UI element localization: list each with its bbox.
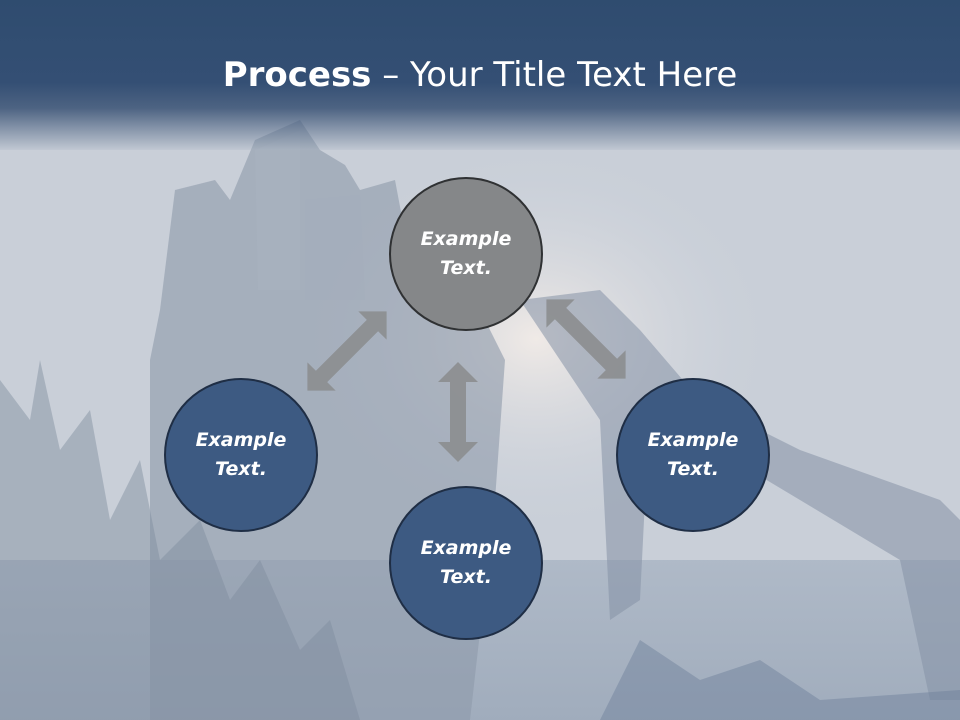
node-top-label: Example Text. — [420, 228, 512, 279]
node-right-label: Example Text. — [647, 429, 739, 480]
arrow-top-left — [307, 311, 387, 391]
slide-title: Process – Your Title Text Here — [0, 50, 960, 100]
title-rest-text: – Your Title Text Here — [371, 55, 738, 95]
process-node-top: Example Text. — [389, 177, 543, 331]
process-node-left: Example Text. — [164, 378, 318, 532]
title-bold-text: Process — [222, 55, 372, 95]
node-left-label: Example Text. — [195, 429, 287, 480]
process-node-right: Example Text. — [616, 378, 770, 532]
node-bottom-label: Example Text. — [420, 537, 512, 588]
arrow-vertical — [438, 362, 478, 462]
title-bar — [0, 0, 960, 150]
process-node-bottom: Example Text. — [389, 486, 543, 640]
arrow-top-right — [546, 299, 626, 379]
